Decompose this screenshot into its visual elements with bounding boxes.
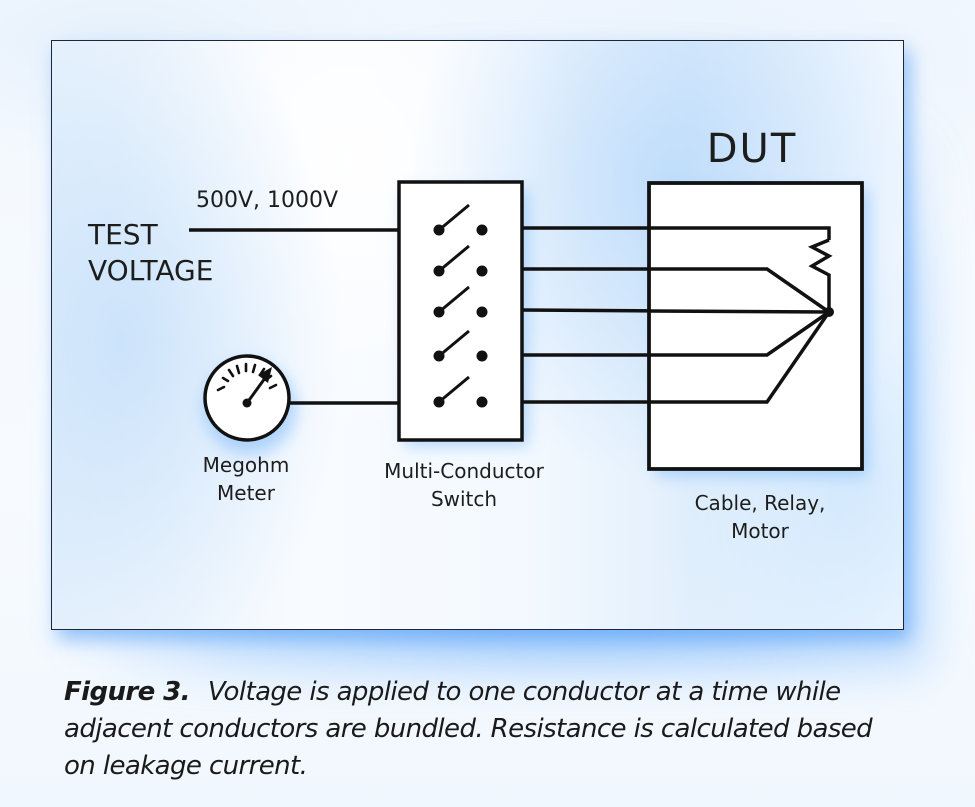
multi-conductor-switch-box <box>397 180 524 442</box>
dut-title: DUT <box>707 126 798 172</box>
bundle-junction <box>824 307 834 317</box>
switch-contact <box>476 396 488 408</box>
switch-4 <box>433 329 488 362</box>
switch-arm <box>438 244 470 273</box>
switch-2 <box>433 244 488 277</box>
switch-contact <box>476 265 488 277</box>
switch-pivot <box>433 396 445 408</box>
dut-label-line1: Cable, Relay, <box>695 491 826 515</box>
switch-arm <box>438 203 470 232</box>
switch-pivot <box>433 224 445 236</box>
resistor-icon <box>807 238 833 312</box>
switch-pivot <box>433 306 445 318</box>
megohm-meter-icon <box>203 354 291 442</box>
switch-arm <box>438 375 470 404</box>
switch-group <box>433 203 488 408</box>
caption-text: Voltage is applied to one conductor at a… <box>64 677 873 781</box>
figure-caption: Figure 3.Voltage is applied to one condu… <box>64 674 884 785</box>
switch-contact <box>476 306 488 318</box>
figure-label: Figure 3. <box>64 677 190 707</box>
test-voltage-label-line2: VOLTAGE <box>88 254 213 287</box>
switch-3 <box>433 285 488 318</box>
switch-label-line1: Multi-Conductor <box>384 459 544 483</box>
test-voltage-values: 500V, 1000V <box>196 188 338 213</box>
switch-contact <box>476 350 488 362</box>
switch-pivot <box>433 265 445 277</box>
dut-label-line2: Motor <box>731 519 790 543</box>
meter-label-line1: Megohm <box>203 453 290 477</box>
switch-arm <box>438 285 470 314</box>
dut-box-fill <box>651 185 860 467</box>
switch-contact <box>476 224 488 236</box>
switch-5 <box>433 375 488 408</box>
switch-1 <box>433 203 488 236</box>
meter-label-line2: Meter <box>217 481 276 505</box>
switch-label-line2: Switch <box>431 487 497 511</box>
dut-box-outline <box>647 181 864 471</box>
test-voltage-label-line1: TEST <box>87 218 159 251</box>
dut-internal-wires <box>650 226 831 404</box>
switch-arm <box>438 329 470 358</box>
switch-pivot <box>433 350 445 362</box>
